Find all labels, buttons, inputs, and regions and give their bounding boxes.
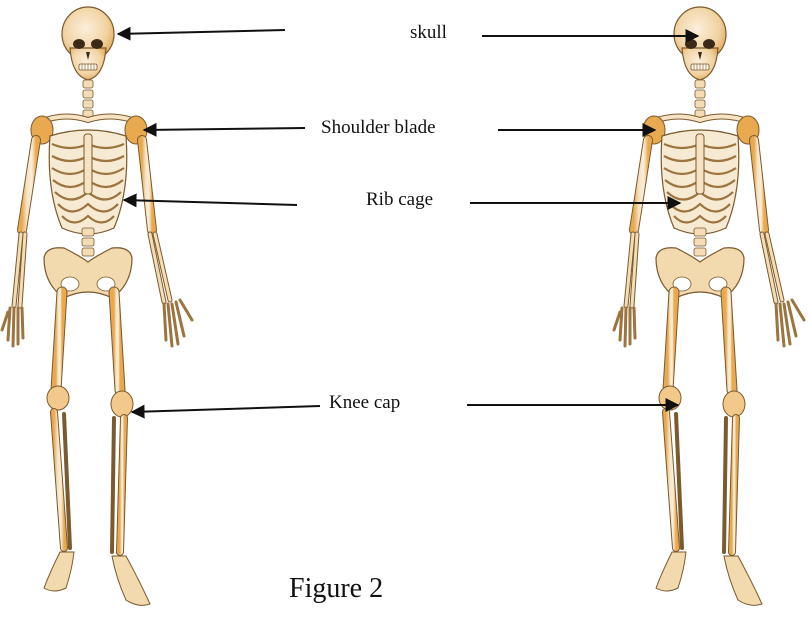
arrow-knee-left <box>132 406 320 412</box>
arrow-skull-left <box>118 30 285 34</box>
label-shoulder-blade: Shoulder blade <box>321 117 436 139</box>
label-skull: skull <box>410 22 447 44</box>
skeleton-right <box>614 7 804 605</box>
label-knee-cap: Knee cap <box>329 392 400 414</box>
figure-caption: Figure 2 <box>289 573 383 605</box>
label-rib-cage: Rib cage <box>366 189 433 211</box>
skeleton-left <box>2 7 192 605</box>
arrow-shoulder-left <box>144 128 305 130</box>
